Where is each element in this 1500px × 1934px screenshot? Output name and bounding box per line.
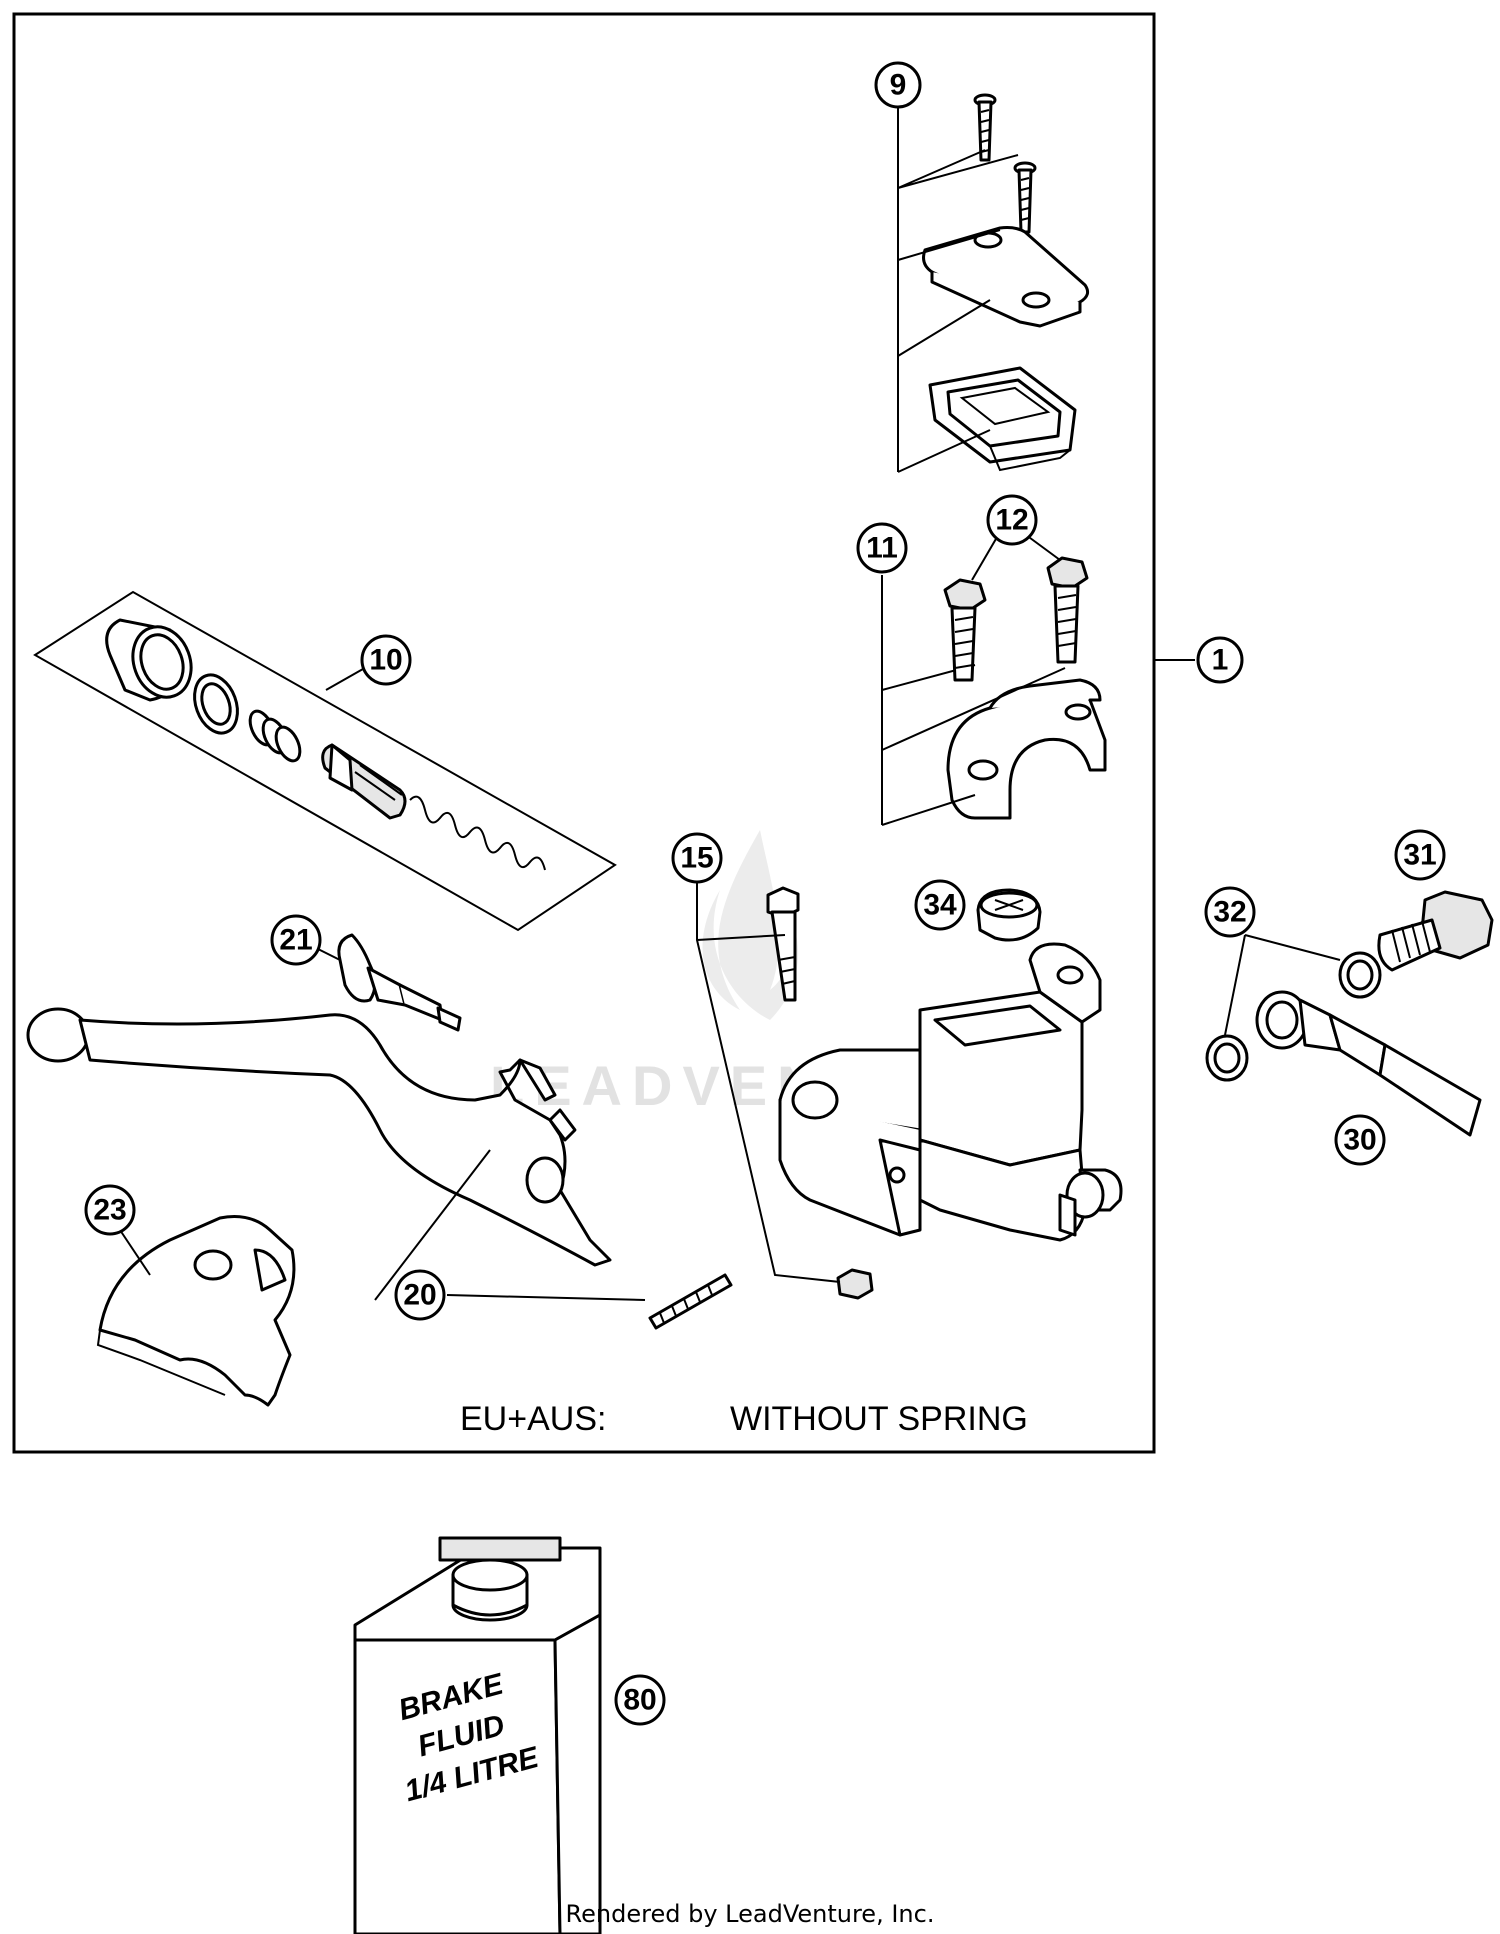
callout-1-label: 1 bbox=[1212, 644, 1229, 677]
callout-11-label: 11 bbox=[866, 532, 898, 565]
callout-23-label: 23 bbox=[93, 1194, 126, 1227]
callout-12: 12 bbox=[986, 494, 1038, 546]
reservoir-diaphragm bbox=[928, 366, 1077, 472]
callout-1: 1 bbox=[1196, 636, 1244, 684]
callout-31-label: 31 bbox=[1403, 839, 1436, 872]
part-15-leader bbox=[696, 860, 841, 1283]
part-11-handlebar-clamp bbox=[881, 575, 1107, 826]
part-21-lever-adjuster bbox=[309, 933, 462, 1032]
callout-32-label: 32 bbox=[1213, 896, 1246, 929]
cover-screw bbox=[1013, 161, 1037, 234]
callout-15-label: 15 bbox=[680, 842, 713, 875]
note-region: EU+AUS: bbox=[460, 1400, 606, 1438]
callout-34: 34 bbox=[914, 879, 966, 931]
callout-11: 11 bbox=[856, 522, 908, 574]
part-32-sealing-ring bbox=[1338, 951, 1382, 999]
callout-23: 23 bbox=[84, 1184, 136, 1236]
callout-10-label: 10 bbox=[369, 644, 402, 677]
clamp-bolt bbox=[943, 578, 987, 682]
assembly-frame bbox=[12, 12, 1156, 1454]
part-10-piston-kit bbox=[33, 590, 617, 932]
callout-80-label: 80 bbox=[623, 1684, 656, 1717]
part-23-lever-protector bbox=[96, 1215, 296, 1407]
master-cylinder-body bbox=[778, 942, 1123, 1242]
callout-21-label: 21 bbox=[279, 924, 312, 957]
part-32-sealing-ring bbox=[1205, 1034, 1249, 1082]
callout-80: 80 bbox=[614, 1674, 666, 1726]
callout-30-label: 30 bbox=[1343, 1124, 1376, 1157]
part-9-reservoir-cover-set bbox=[897, 93, 1090, 473]
footer-credit: Rendered by LeadVenture, Inc. bbox=[566, 1900, 935, 1928]
callout-20: 20 bbox=[394, 1269, 446, 1321]
part-20-lever-spring bbox=[446, 1273, 733, 1330]
callout-30: 30 bbox=[1334, 1114, 1386, 1166]
callout-32: 32 bbox=[1204, 886, 1256, 938]
cover-screw bbox=[973, 93, 997, 162]
note-text: WITHOUT SPRING bbox=[730, 1400, 1028, 1438]
reservoir-cover bbox=[922, 226, 1090, 328]
part-30-brake-line bbox=[1255, 990, 1482, 1137]
callout-20-label: 20 bbox=[403, 1279, 436, 1312]
brake-lever bbox=[26, 1007, 612, 1301]
part-15-pivot-bolt bbox=[766, 886, 800, 1002]
callout-15: 15 bbox=[671, 832, 723, 884]
callout-10: 10 bbox=[360, 634, 412, 686]
part-32-leader bbox=[1224, 934, 1341, 1036]
part-15-pivot-nut bbox=[836, 1268, 874, 1300]
part-34-reservoir-plug bbox=[976, 888, 1042, 942]
callout-9-label: 9 bbox=[890, 69, 907, 102]
part-12-clamp-bolts bbox=[943, 531, 1089, 682]
callout-12-label: 12 bbox=[995, 504, 1028, 537]
callout-9: 9 bbox=[874, 61, 922, 109]
clamp-bolt bbox=[1046, 556, 1089, 664]
callout-34-label: 34 bbox=[923, 889, 957, 922]
callout-31: 31 bbox=[1394, 829, 1446, 881]
part-80-brake-fluid-bottle: BRAKE FLUID 1/4 LITRE bbox=[353, 1536, 602, 1934]
callout-21: 21 bbox=[270, 914, 322, 966]
part-31-banjo-bolt bbox=[1377, 890, 1494, 972]
